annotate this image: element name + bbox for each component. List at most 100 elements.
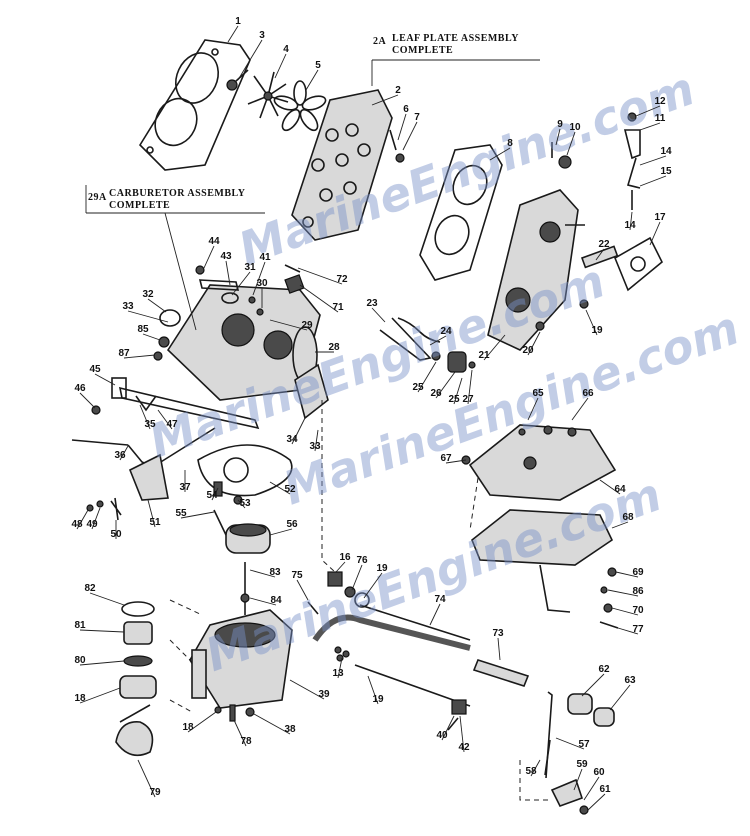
callout-number: 39 [318, 689, 330, 700]
callout-leader-line [635, 105, 661, 117]
part-elbow [447, 699, 467, 731]
callout-leader-line [237, 39, 263, 81]
callout-number: 20 [522, 345, 534, 356]
part-clip [284, 264, 305, 294]
callout-number: 58 [525, 766, 537, 777]
callout-number: 38 [284, 724, 296, 735]
callout-number: 84 [270, 595, 282, 606]
callout-leader-line [583, 776, 600, 801]
callout-leader-line [225, 260, 231, 286]
callout-number: 68 [622, 512, 634, 523]
callout-number: 14 [624, 220, 636, 231]
part-fitting [551, 142, 572, 169]
callout-leader-line [157, 409, 173, 430]
callout-number: 82 [84, 583, 96, 594]
callout-leader-line [89, 592, 125, 606]
part-float [213, 509, 271, 554]
callout-leader-line [639, 122, 661, 131]
callout-number: 13 [332, 668, 344, 679]
callout-number: 33 [122, 301, 134, 312]
caption-code: 29A [88, 192, 107, 203]
callout-leader-line [617, 627, 639, 635]
callout-leader-line [249, 569, 276, 578]
callout-number: 48 [71, 519, 83, 530]
part-flange-gasket [613, 236, 664, 292]
part-spring-rod [379, 317, 441, 361]
callout-number: 19 [376, 563, 388, 574]
part-leaf-petals [273, 80, 327, 132]
part-cam [86, 453, 169, 521]
part-cover-gasket [419, 144, 503, 281]
callout-number: 6 [403, 104, 409, 115]
callout-number: 43 [220, 251, 232, 262]
part-float-valve [240, 562, 250, 615]
caption-subtitle: COMPLETE [392, 45, 453, 56]
callout-number: 56 [286, 519, 298, 530]
part-needle-valve [153, 336, 170, 361]
callout-leader-line [274, 53, 287, 79]
callout-number: 73 [492, 628, 504, 639]
callout-leader-line [371, 307, 386, 323]
callout-number: 23 [366, 298, 378, 309]
callout-leader-line [253, 713, 291, 735]
part-needle-set [221, 292, 264, 316]
callout-leader-line [615, 571, 639, 578]
watermark-layer: MarineEngine.com MarineEngine.com Marine… [142, 61, 746, 682]
callout-leader-line [289, 679, 325, 700]
callout-number: 42 [458, 742, 470, 753]
callout-leader-line [402, 121, 418, 151]
callout-leader-line [269, 319, 308, 331]
callout-leader-line [137, 759, 156, 798]
callout-leader-line [397, 113, 407, 141]
callout-leader-line [291, 417, 306, 445]
callout-number: 29 [301, 320, 313, 331]
part-plug [159, 309, 181, 327]
part-tube [472, 659, 530, 687]
callout-number: 52 [284, 484, 296, 495]
caption-leaf-plate: 2A LEAF PLATE ASSEMBLY COMPLETE [371, 33, 540, 86]
callout-number: 79 [149, 787, 161, 798]
callout-number: 45 [89, 364, 101, 375]
callout-number: 55 [175, 508, 187, 519]
caption-title: CARBURETOR ASSEMBLY [109, 188, 246, 199]
callout-leader-line [607, 589, 639, 597]
callout-leader-line [94, 373, 116, 386]
callout-leader-line [527, 397, 539, 421]
callout-number: 10 [569, 122, 581, 133]
callout-number: 87 [118, 348, 130, 359]
callout-leader-line [555, 128, 561, 146]
callout-leader-line [573, 768, 583, 791]
callout-number: 65 [532, 388, 544, 399]
callout-number: 26 [430, 388, 442, 399]
part-leaf-plate [291, 89, 393, 241]
callout-number: 12 [654, 96, 666, 107]
callout-number: 81 [74, 620, 86, 631]
callout-number: 30 [256, 278, 268, 289]
callout-number: 35 [144, 419, 156, 430]
part-choke-lever [623, 112, 641, 210]
callout-number: 46 [74, 383, 86, 394]
callout-number: 27 [462, 394, 474, 405]
callout-number: 21 [478, 350, 490, 361]
callout-number: 61 [599, 784, 611, 795]
part-flame-arrestor [294, 363, 329, 420]
callout-leader-line [233, 719, 247, 747]
callout-number: 28 [328, 342, 340, 353]
callout-number: 19 [591, 325, 603, 336]
callout-number: 75 [291, 570, 303, 581]
part-carburetor-body [166, 284, 321, 401]
callout-leader-line [296, 579, 309, 601]
callout-leader-line [639, 175, 667, 187]
callout-leader-line [363, 572, 383, 599]
callout-leader-line [147, 298, 167, 313]
callout-leader-line [581, 673, 605, 697]
caption-code: 2A [373, 36, 387, 47]
part-bushing [567, 693, 615, 727]
callout-number: 34 [286, 434, 298, 445]
callout-number: 50 [110, 529, 122, 540]
part-silencer-cover [468, 424, 617, 501]
callout-leader-line [441, 715, 455, 741]
callout-number: 1 [235, 16, 241, 27]
part-fuel-pump [189, 609, 293, 709]
